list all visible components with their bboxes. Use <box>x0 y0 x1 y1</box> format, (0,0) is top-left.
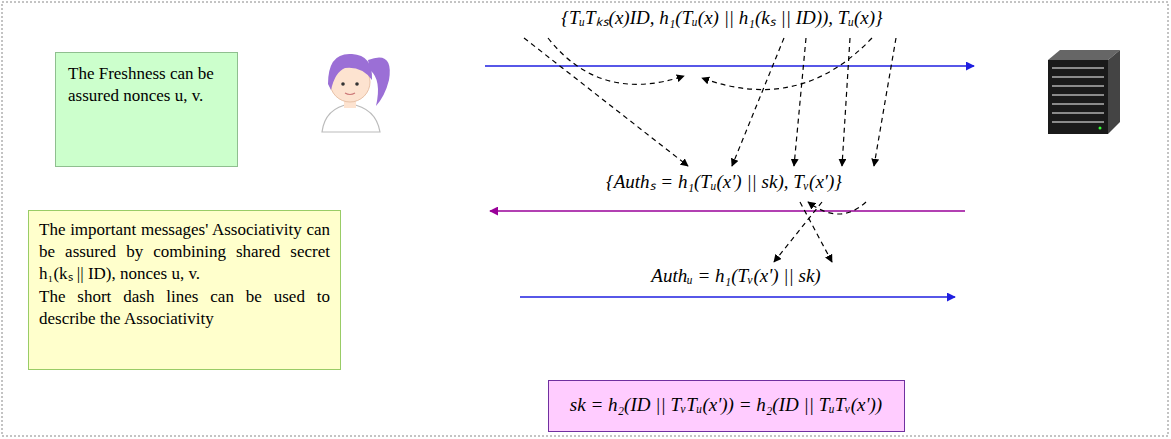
message-arrow <box>520 296 955 298</box>
message-arrow <box>485 65 974 67</box>
user-icon <box>322 54 390 132</box>
box-text: The Freshness can be assured nonces u, v… <box>68 63 225 107</box>
box-text: The important messages' Associativity ca… <box>39 219 330 284</box>
message-label: {Authₛ = h₁(Tᵤ(x') || sk), Tᵥ(x')} <box>606 170 842 195</box>
message-arrow <box>490 210 965 212</box>
formula-box: sk = h₂(ID || TᵥTᵤ(x')) = h₂(ID || TᵤTᵥ(… <box>548 380 905 432</box>
message-label: Authᵤ = h₁(Tᵥ(x') || sk) <box>651 264 820 289</box>
note-box: The Freshness can be assured nonces u, v… <box>55 52 238 167</box>
dash-lines <box>524 38 896 262</box>
box-text: The short dash lines can be used to desc… <box>39 286 330 330</box>
message-label: {TᵤTₖₛ(x)ID, h₁(Tᵤ(x) || h₁(kₛ || ID)), … <box>561 6 882 31</box>
server-icon <box>1048 50 1120 134</box>
box-text: sk = h₂(ID || TᵥTᵤ(x')) = h₂(ID || TᵤTᵥ(… <box>561 393 892 418</box>
note-box: The important messages' Associativity ca… <box>28 210 341 370</box>
